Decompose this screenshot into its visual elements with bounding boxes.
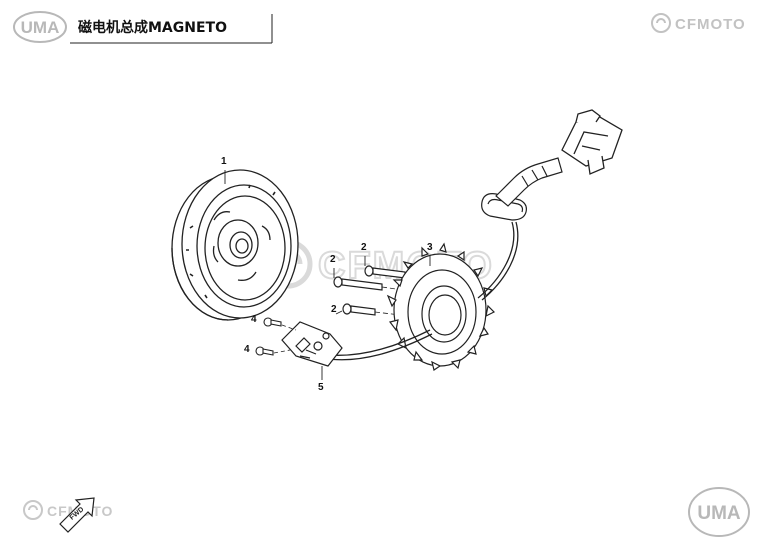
- callout-1: 1: [221, 156, 227, 167]
- grommet: [481, 193, 527, 221]
- uma-logo-header: UMA: [13, 11, 67, 43]
- callout-2a: 2: [330, 254, 336, 265]
- screw-4b: [255, 346, 274, 356]
- flywheel-rotor: [171, 169, 299, 321]
- callout-leaders: [224, 170, 431, 380]
- callout-4a: 4: [251, 314, 257, 325]
- fwd-arrow-icon: FWD: [59, 497, 95, 533]
- callout-3: 3: [427, 242, 433, 253]
- connector: [561, 109, 623, 175]
- cfmoto-logo-header: CFMOTO: [651, 13, 746, 33]
- callout-2b: 2: [361, 242, 367, 253]
- callout-5: 5: [318, 382, 324, 393]
- callout-2c: 2: [331, 304, 337, 315]
- screw-leader-lines: [273, 324, 297, 354]
- uma-footer-text: UMA: [697, 503, 741, 524]
- stator: [386, 242, 496, 371]
- page-title: 磁电机总成MAGNETO: [78, 20, 227, 36]
- uma-logo-text: UMA: [21, 18, 60, 37]
- cfmoto-header-text: CFMOTO: [675, 16, 746, 33]
- bolt-2a: [333, 276, 383, 291]
- title-bar-frame: [70, 14, 273, 44]
- cable-sleeve: [495, 157, 563, 207]
- callout-4b: 4: [244, 344, 250, 355]
- uma-logo-footer: UMA: [688, 487, 750, 537]
- bolt-2c: [342, 303, 376, 316]
- clamp-plate: [281, 321, 343, 367]
- screw-4a: [263, 317, 282, 327]
